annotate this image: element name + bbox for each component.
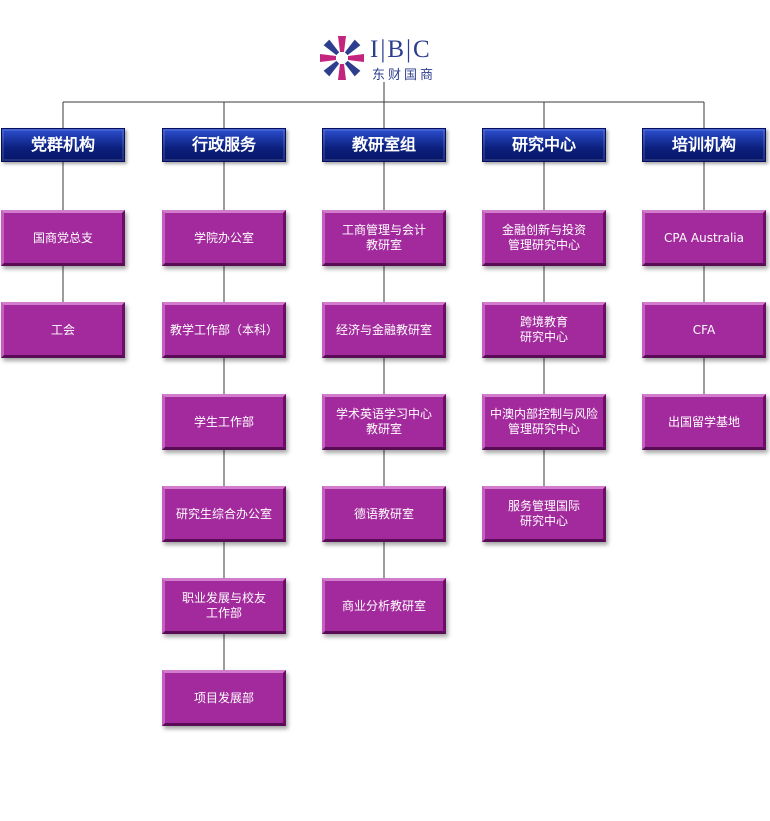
department-header: 研究中心 xyxy=(482,128,606,162)
unit-box: 职业发展与校友 工作部 xyxy=(162,578,286,634)
unit-box: 商业分析教研室 xyxy=(322,578,446,634)
logo-subtitle: 东财国商 xyxy=(372,68,437,83)
ibc-logo: I|B|C 东财国商 xyxy=(318,34,458,84)
unit-box: CPA Australia xyxy=(642,210,766,266)
unit-box: 德语教研室 xyxy=(322,486,446,542)
unit-box: 教学工作部（本科） xyxy=(162,302,286,358)
unit-box: 金融创新与投资 管理研究中心 xyxy=(482,210,606,266)
unit-box: 学院办公室 xyxy=(162,210,286,266)
department-header: 行政服务 xyxy=(162,128,286,162)
unit-box: 学术英语学习中心 教研室 xyxy=(322,394,446,450)
unit-box: 工商管理与会计 教研室 xyxy=(322,210,446,266)
unit-box: 研究生综合办公室 xyxy=(162,486,286,542)
unit-box: CFA xyxy=(642,302,766,358)
unit-box: 中澳内部控制与风险 管理研究中心 xyxy=(482,394,606,450)
department-header: 教研室组 xyxy=(322,128,446,162)
unit-box: 国商党总支 xyxy=(1,210,125,266)
unit-box: 工会 xyxy=(1,302,125,358)
unit-box: 出国留学基地 xyxy=(642,394,766,450)
unit-box: 经济与金融教研室 xyxy=(322,302,446,358)
unit-box: 服务管理国际 研究中心 xyxy=(482,486,606,542)
unit-box: 跨境教育 研究中心 xyxy=(482,302,606,358)
unit-box: 学生工作部 xyxy=(162,394,286,450)
unit-box: 项目发展部 xyxy=(162,670,286,726)
department-header: 党群机构 xyxy=(1,128,125,162)
department-header: 培训机构 xyxy=(642,128,766,162)
logo-text: I|B|C xyxy=(370,36,432,63)
flower-logo-icon xyxy=(320,36,364,80)
